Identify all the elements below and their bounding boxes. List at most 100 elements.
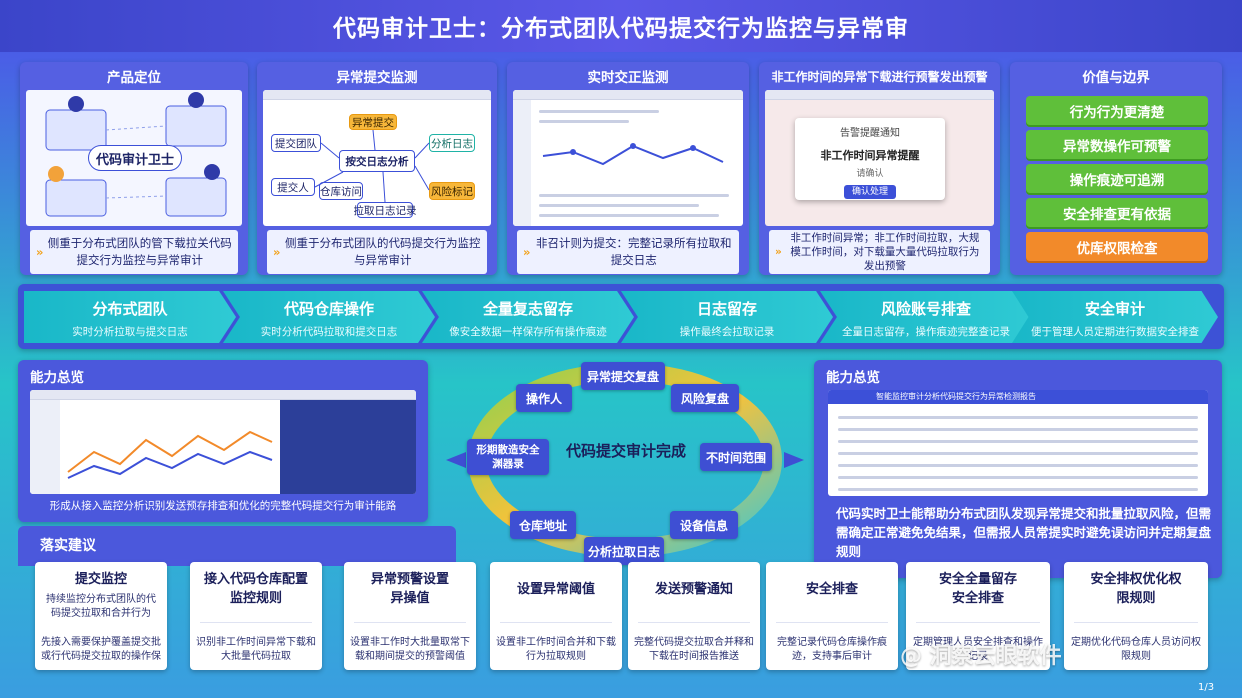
card-footer-text: 非工作时间异常；非工作时间拉取，大规模工作时间，对下载量大量代码拉取行为发出预警 <box>790 232 980 272</box>
suggestion-card-4: 设置异常阈值 设置非工作时间合并和下载行为拉取规则 <box>490 562 622 670</box>
flow-step-title: 安全审计 <box>1084 300 1145 318</box>
alert-mock: 告警提醒通知 非工作时间异常提醒 请确认 确认处理 <box>765 90 994 226</box>
value-item-1: 行为行为更清楚 <box>1026 96 1208 125</box>
node-c: 提交人 <box>271 178 315 196</box>
node-e: 拉取日志记录 <box>354 202 417 218</box>
card-offhour-alert: 非工作时间的异常下载进行预警发出预警 告警提醒通知 非工作时间异常提醒 请确认 … <box>759 62 1000 275</box>
double-chevron-icon: » <box>775 246 782 258</box>
mock-sidebar <box>30 400 60 494</box>
suggestion-card-title: 异常预警设置异操值 <box>370 572 449 606</box>
flow-step-title: 风险账号排查 <box>880 300 971 318</box>
mock-toolbar <box>513 90 743 100</box>
ability-overview-left: 能力总览 形成从接入监控分析识别发送预存排查和优化的完整代码提交行为审计能路 <box>18 360 428 522</box>
flow-step-title: 代码仓库操作 <box>283 300 374 318</box>
flow-step-title: 日志留存 <box>696 300 757 318</box>
mock-toolbar <box>263 90 491 100</box>
mock-toolbar <box>765 90 994 100</box>
page-title-text: 代码审计卫士：分布式团队代码提交行为监控与异常审 <box>333 16 909 42</box>
card-abnormal-submit: 异常提交监测 按交日志分析 提交团队 异常提交 提交人 仓库访问 拉取日志记录 … <box>257 62 497 275</box>
flow-step-sub: 便于管理人员定期进行数据安全排查 <box>1031 326 1199 338</box>
suggestion-card-sub: 持续监控分布式团队的代码提交拉取和合并行为 <box>46 594 156 619</box>
suggestion-card-title: 安全排权优化权限规则 <box>1090 572 1182 606</box>
flow-step-title: 全量复志留存 <box>482 300 573 318</box>
ability-overview-right: 能力总览 智能监控审计分析代码提交行为异常检测报告 代码实时卫士能帮助分布式团队… <box>814 360 1222 578</box>
mock-dark-pane <box>280 400 416 494</box>
flow-step-6: 安全审计 便于管理人员定期进行数据安全排查 <box>1012 291 1218 343</box>
dashboard-mock <box>513 90 743 226</box>
node-center: 按交日志分析 <box>339 150 415 172</box>
card-footer-text: 侧重于分布式团队的管下载拉关代码提交行为监控与异常审计 <box>47 236 232 267</box>
suggestion-card-desc: 完整记录代码仓库操作痕迹，支持事后审计 <box>777 637 887 662</box>
watermark: @ 洞察云眼软件 <box>900 644 1062 669</box>
alert-dialog: 告警提醒通知 非工作时间异常提醒 请确认 确认处理 <box>795 118 945 200</box>
flow-step-title: 分布式团队 <box>92 300 168 318</box>
suggestion-card-title: 设置异常阈值 <box>516 582 595 597</box>
flow-step-4: 日志留存 操作最终会拉取记录 <box>621 291 833 343</box>
flow-step-1: 分布式团队 实时分析拉取与提交日志 <box>24 291 236 343</box>
node-f: 分析日志 <box>429 134 475 152</box>
card-footer: » 侧重于分布式团队的管下载拉关代码提交行为监控与异常审计 <box>30 230 238 274</box>
cycle-node-3: 不时间范围 <box>700 443 772 471</box>
card-footer: » 非工作时间异常；非工作时间拉取，大规模工作时间，对下载量大量代码拉取行为发出… <box>769 230 990 274</box>
node-g: 风险标记 <box>429 182 475 200</box>
suggestion-card-title: 发送预警通知 <box>654 582 733 597</box>
double-chevron-icon: » <box>273 244 281 259</box>
product-badge: 代码审计卫士 <box>88 145 182 171</box>
illustration-team: 代码审计卫士 <box>26 90 242 226</box>
cycle-node-1: 异常提交复盘 <box>581 362 665 390</box>
value-panel: 价值与边界 行为行为更清楚 异常数操作可预警 操作痕迹可追溯 安全排查更有依据 … <box>1010 62 1222 275</box>
card-footer: » 侧重于分布式团队的代码提交行为监控与异常审计 <box>267 230 487 274</box>
node-d: 仓库访问 <box>319 182 363 200</box>
suggestion-card-title: 安全全量留存安全排查 <box>938 572 1017 606</box>
card-title: 实时交正监测 <box>587 70 669 86</box>
table-screenshot: 智能监控审计分析代码提交行为异常检测报告 <box>828 390 1208 496</box>
mock-table-header: 智能监控审计分析代码提交行为异常检测报告 <box>828 390 1208 404</box>
team-illustration <box>45 92 227 217</box>
value-panel-title: 价值与边界 <box>1082 70 1150 86</box>
ability-title: 能力总览 <box>826 370 880 386</box>
value-item-3: 操作痕迹可追溯 <box>1026 164 1208 193</box>
double-chevron-icon: » <box>523 244 531 259</box>
cycle-node-4: 设备信息 <box>670 511 738 539</box>
page-title: 代码审计卫士：分布式团队代码提交行为监控与异常审 <box>0 0 1242 52</box>
alert-confirm-button[interactable]: 确认处理 <box>844 185 896 199</box>
card-title: 产品定位 <box>107 70 161 86</box>
dashboard-screenshot <box>30 390 416 494</box>
suggestion-card-desc: 定期管理人员安全排查和操作记录 <box>913 637 1043 662</box>
suggestion-card-desc: 识别非工作时间异常下载和大批量代码拉取 <box>196 637 316 662</box>
suggestion-card-desc: 设置非工作时间合并和下载行为拉取规则 <box>496 637 616 662</box>
suggestion-card-title: 提交监控 <box>74 572 127 587</box>
suggestion-card-desc: 先接入需要保护覆盖提交批或行代码提交拉取的操作保 <box>41 637 161 662</box>
value-item-4: 安全排查更有依据 <box>1026 198 1208 227</box>
cycle-node-2: 风险复盘 <box>671 384 739 412</box>
card-title: 异常提交监测 <box>336 70 418 86</box>
suggestion-card-2: 接入代码仓库配置监控规则 识别非工作时间异常下载和大批量代码拉取 <box>190 562 322 670</box>
suggestion-card-title: 接入代码仓库配置监控规则 <box>204 572 309 606</box>
suggestion-card-3: 异常预警设置异操值 设置非工作时大批量取常下载和期间提交的预警阈值 <box>344 562 476 670</box>
cycle-node-8: 操作人 <box>516 384 572 412</box>
card-footer: » 非召计则为提交：完整记录所有拉取和提交日志 <box>517 230 739 274</box>
flow-mock: 按交日志分析 提交团队 异常提交 提交人 仓库访问 拉取日志记录 分析日志 风险… <box>263 90 491 226</box>
flow-step-sub: 像安全数据一样保存所有操作痕迹 <box>449 326 607 338</box>
suggestion-title: 落实建议 <box>40 538 96 554</box>
page-number: 1/3 <box>1198 682 1215 693</box>
ability-title: 能力总览 <box>30 370 84 386</box>
suggestion-card-7: 安全全量留存安全排查 定期管理人员安全排查和操作记录 <box>906 562 1050 670</box>
flow-step-2: 代码仓库操作 实时分析代码拉取和提交日志 <box>223 291 435 343</box>
value-item-5: 优库权限检查 <box>1026 232 1208 261</box>
card-product-positioning: 产品定位 代码审计卫士 » 侧重于分布式团队的管下载拉关代码提交行为监控与异常审… <box>20 62 248 275</box>
mock-sidebar <box>513 100 531 226</box>
flow-step-3: 全量复志留存 像安全数据一样保存所有操作痕迹 <box>422 291 634 343</box>
suggestion-card-desc: 设置非工作时大批量取常下载和期间提交的预警阈值 <box>350 637 470 662</box>
card-realtime-monitor: 实时交正监测 » 非召计则为提交：完整记录所有拉取和提交日志 <box>507 62 749 275</box>
alert-line: 非工作时间异常提醒 <box>820 149 920 162</box>
node-b: 异常提交 <box>349 114 397 130</box>
suggestion-card-title: 安全排查 <box>805 582 858 597</box>
cycle-node-5: 分析拉取日志 <box>584 537 664 565</box>
cycle-node-6: 仓库地址 <box>510 511 576 539</box>
flow-connectors <box>314 129 430 203</box>
cycle-center: 代码提交审计完成 <box>565 442 686 460</box>
suggestion-card-1: 提交监控 持续监控分布式团队的代码提交拉取和合并行为 先接入需要保护覆盖提交批或… <box>35 562 167 670</box>
suggestion-card-desc: 定期优化代码仓库人员访问权限规则 <box>1071 637 1201 662</box>
suggestion-card-desc: 完整代码提交拉取合并释和下载在时间报告推送 <box>634 637 754 662</box>
